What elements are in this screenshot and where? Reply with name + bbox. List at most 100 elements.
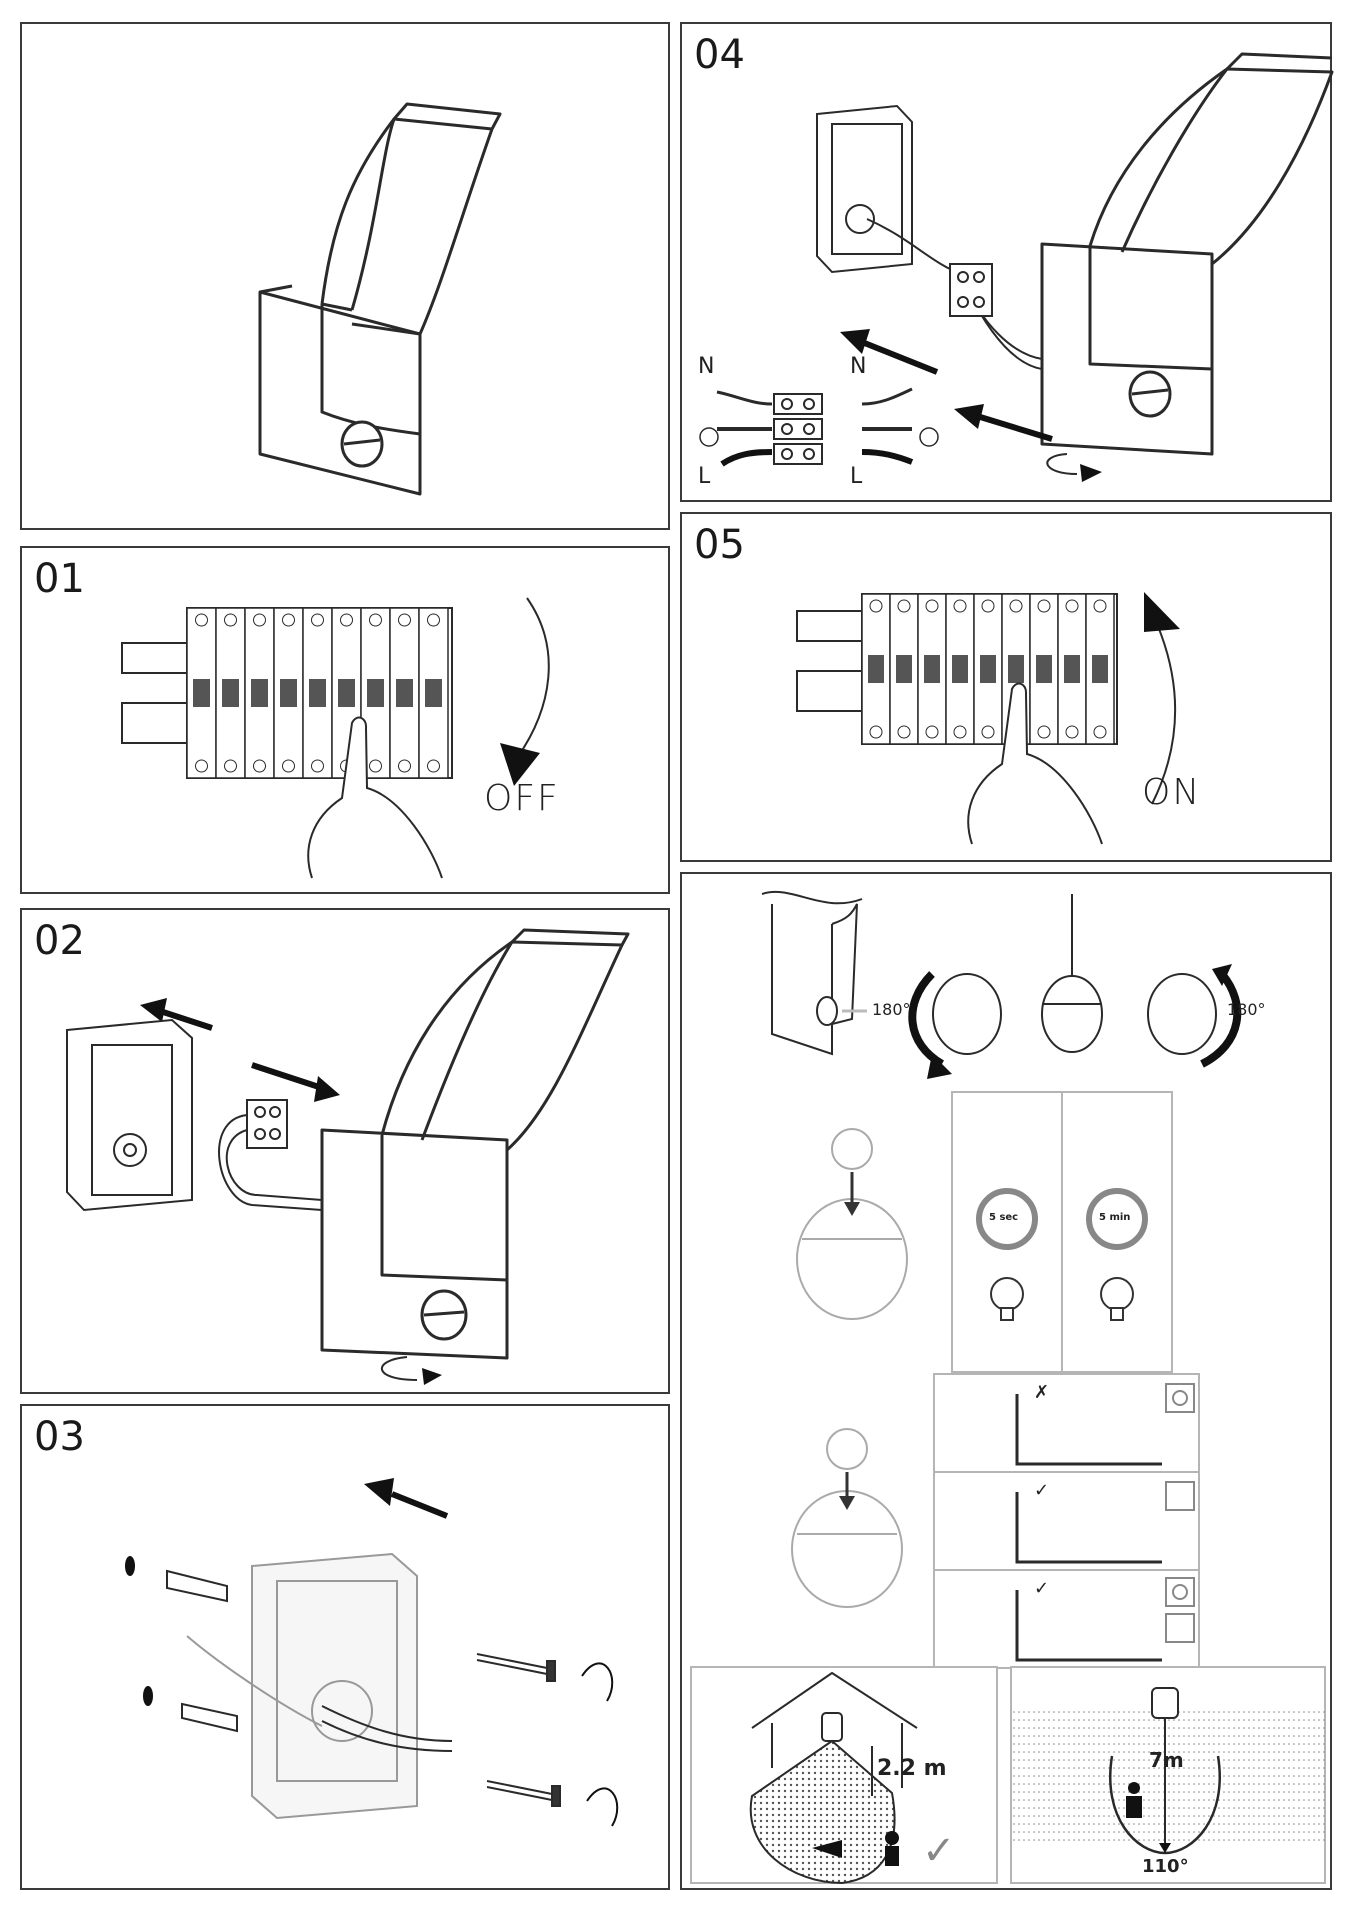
mounting-illustration bbox=[125, 1478, 619, 1827]
terminal-block-icon bbox=[218, 1099, 323, 1211]
panel-overview bbox=[20, 22, 670, 530]
breaker-panel-illustration bbox=[796, 592, 1180, 845]
check-icon: ✓ bbox=[1034, 1578, 1050, 1599]
mounting-plate-icon bbox=[816, 104, 913, 274]
timer-long-label: 5 min bbox=[1099, 1212, 1131, 1223]
neutral-label-right: N bbox=[850, 354, 867, 379]
breaker-toggle[interactable] bbox=[952, 655, 968, 683]
timer-dial-icon bbox=[796, 1128, 908, 1320]
breaker-toggle[interactable] bbox=[980, 655, 996, 683]
terminal-screw-icon bbox=[897, 725, 911, 739]
rotation-label-right: 180° bbox=[1227, 1000, 1266, 1019]
terminal-screw-icon bbox=[311, 613, 324, 627]
lamp-removal-illustration bbox=[66, 928, 630, 1385]
terminal-screw-icon bbox=[369, 613, 382, 627]
terminal-screw-icon bbox=[1093, 599, 1107, 613]
rotation-label-left: 180° bbox=[872, 1000, 911, 1019]
live-label-right: L bbox=[850, 464, 863, 489]
terminal-screw-icon bbox=[1065, 725, 1079, 739]
breaker-toggle[interactable] bbox=[309, 679, 326, 707]
terminal-screw-icon bbox=[253, 613, 266, 627]
terminal-screw-icon bbox=[869, 725, 883, 739]
terminal-screw-icon bbox=[224, 759, 237, 773]
breaker-toggle[interactable] bbox=[896, 655, 912, 683]
terminal-screw-icon bbox=[925, 599, 939, 613]
terminal-screw-icon bbox=[369, 759, 382, 773]
light-bulb-icon bbox=[990, 1277, 1134, 1321]
breaker-toggle[interactable] bbox=[338, 679, 355, 707]
terminal-screw-icon bbox=[897, 599, 911, 613]
breaker-toggle[interactable] bbox=[425, 679, 442, 707]
terminal-block-icon bbox=[949, 263, 993, 317]
step-number: 05 bbox=[694, 522, 745, 568]
step-number: 03 bbox=[34, 1414, 85, 1460]
panel-step-03: 03 bbox=[20, 1404, 670, 1890]
terminal-screw-icon bbox=[398, 613, 411, 627]
sun-icon bbox=[1165, 1383, 1195, 1607]
cross-icon: ✗ bbox=[1034, 1382, 1050, 1403]
panel-step-02: 02 bbox=[20, 908, 670, 1394]
detection-range-diagram: 7m 110° bbox=[1010, 1666, 1328, 1884]
rotate-up-arrow-icon bbox=[1151, 623, 1177, 805]
terminal-screw-icon bbox=[981, 725, 995, 739]
hand-icon bbox=[967, 682, 1103, 845]
arrow-icon bbox=[140, 998, 340, 1102]
check-icon: ✓ bbox=[1034, 1480, 1050, 1501]
breaker-panel-illustration bbox=[121, 597, 550, 879]
step-number: 02 bbox=[34, 918, 85, 964]
breaker-toggle[interactable] bbox=[367, 679, 384, 707]
terminal-screw-icon bbox=[340, 613, 353, 627]
terminal-screw-icon bbox=[1037, 599, 1051, 613]
terminal-screw-icon bbox=[195, 613, 208, 627]
terminal-screw-icon bbox=[869, 599, 883, 613]
arrow-icon bbox=[364, 1478, 449, 1519]
terminal-screw-icon bbox=[953, 599, 967, 613]
breaker-toggle[interactable] bbox=[193, 679, 210, 707]
step-number: 01 bbox=[34, 556, 85, 602]
detection-range-label: 7m bbox=[1149, 1748, 1184, 1772]
terminal-screw-icon bbox=[224, 613, 237, 627]
terminal-screw-icon bbox=[195, 759, 208, 773]
terminal-screw-icon bbox=[282, 759, 295, 773]
rotate-icon bbox=[380, 1356, 442, 1385]
breaker-toggle[interactable] bbox=[1036, 655, 1052, 683]
breaker-toggle[interactable] bbox=[924, 655, 940, 683]
breaker-toggle[interactable] bbox=[280, 679, 297, 707]
arrow-icon bbox=[840, 329, 1053, 442]
mounting-plate-icon bbox=[66, 1018, 193, 1212]
wiring-illustration bbox=[699, 52, 1334, 482]
terminal-screw-icon bbox=[1065, 599, 1079, 613]
detection-angle-label: 110° bbox=[1142, 1856, 1189, 1877]
cable-icon bbox=[321, 1705, 453, 1752]
breaker-toggle[interactable] bbox=[1092, 655, 1108, 683]
neutral-label-left: N bbox=[698, 354, 715, 379]
breaker-toggle[interactable] bbox=[396, 679, 413, 707]
breaker-toggle[interactable] bbox=[868, 655, 884, 683]
breaker-toggle[interactable] bbox=[222, 679, 239, 707]
mount-height-diagram: 2.2 m ✓ bbox=[690, 1666, 998, 1885]
live-label-left: L bbox=[698, 464, 711, 489]
panel-step-04: 04 bbox=[680, 22, 1334, 502]
terminal-screw-icon bbox=[1009, 599, 1023, 613]
breaker-toggle[interactable] bbox=[251, 679, 268, 707]
terminal-screw-icon bbox=[398, 759, 411, 773]
terminal-screw-icon bbox=[427, 613, 440, 627]
screw-icon bbox=[476, 1653, 561, 1807]
moon-icon bbox=[1165, 1481, 1195, 1643]
mounting-plate-icon bbox=[251, 1552, 418, 1820]
lamp-illustration bbox=[258, 102, 502, 496]
rotate-down-arrow-icon bbox=[516, 597, 550, 759]
light-dial-icon bbox=[791, 1428, 903, 1608]
breaker-toggle[interactable] bbox=[1008, 655, 1024, 683]
sensor-lens-icon bbox=[932, 894, 1217, 1055]
panel-step-05: 05 ON bbox=[680, 512, 1332, 862]
step-number: 04 bbox=[694, 32, 745, 78]
breaker-toggle[interactable] bbox=[1064, 655, 1080, 683]
wall-plug-icon bbox=[166, 1569, 238, 1733]
switch-state-label: OFF bbox=[484, 778, 560, 819]
panel-step-01: 01 OFF bbox=[20, 546, 670, 894]
terminal-screw-icon bbox=[953, 725, 967, 739]
rotate-icon bbox=[1046, 453, 1102, 482]
earth-icon bbox=[699, 427, 939, 447]
terminal-screw-icon bbox=[253, 759, 266, 773]
